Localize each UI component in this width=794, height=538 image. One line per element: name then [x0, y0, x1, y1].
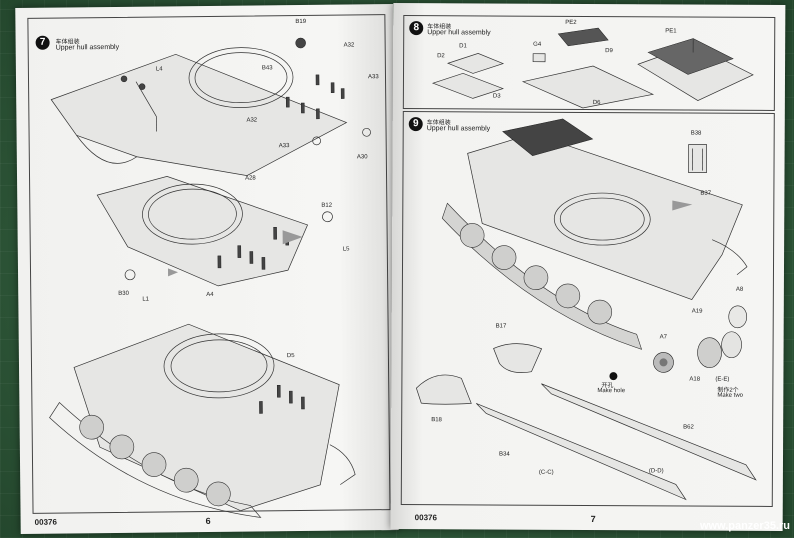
label-b12: B12: [321, 202, 333, 209]
label-d9: D9: [605, 48, 613, 55]
label-a4: A4: [206, 291, 214, 299]
label-a32-top: A32: [343, 42, 355, 49]
left-footer-code: 00376: [34, 517, 57, 527]
label-a7: A7: [659, 334, 667, 341]
section-dd: (D-D): [648, 468, 664, 475]
label-b30: B30: [118, 290, 129, 297]
label-d2: D2: [437, 53, 445, 60]
label-d5: D5: [286, 353, 295, 360]
label-d6: D6: [592, 100, 601, 107]
right-page: 8 车体组装 Upper hull assembly 9 车体组装 Upper …: [390, 2, 786, 532]
section-cc: (C-C): [538, 469, 554, 476]
step7-hull-drawings: [49, 37, 371, 518]
step8-9-drawings: [415, 27, 757, 501]
label-l1: L1: [142, 296, 150, 303]
label-a33-bottom: A33: [278, 143, 290, 150]
label-b62: B62: [683, 424, 694, 431]
label-a18: A18: [689, 376, 701, 383]
label-d3: D3: [492, 93, 501, 100]
label-pe2: PE2: [565, 19, 577, 26]
label-a28: A28: [245, 175, 256, 182]
label-b38: B38: [690, 130, 702, 137]
label-a32-bottom: A32: [246, 117, 258, 124]
label-b34: B34: [499, 451, 510, 458]
left-page-number: 6: [205, 515, 211, 527]
label-b17: B17: [495, 323, 507, 330]
right-footer-code: 00376: [414, 513, 437, 523]
label-b37: B37: [700, 190, 712, 197]
make-two-en: Make two: [717, 392, 744, 399]
watermark: www.panzer35.ru: [699, 520, 790, 532]
label-l5: L5: [342, 246, 350, 253]
label-d1: D1: [459, 43, 467, 50]
label-b18: B18: [431, 417, 442, 424]
right-page-number: 7: [590, 514, 596, 525]
left-page: 7 车体组装 Upper hull assembly: [15, 4, 399, 534]
label-a33-top: A33: [367, 74, 379, 81]
label-a30: A30: [356, 154, 368, 161]
label-l4: L4: [155, 66, 163, 73]
label-b19: B19: [295, 18, 307, 26]
label-pe1: PE1: [665, 28, 677, 35]
section-ee: (E-E): [715, 376, 730, 383]
label-b43: B43: [261, 65, 273, 72]
label-g4: G4: [533, 41, 542, 48]
label-a19: A19: [691, 308, 703, 315]
label-a8: A8: [735, 286, 744, 293]
make-hole-en: Make hole: [597, 388, 626, 395]
